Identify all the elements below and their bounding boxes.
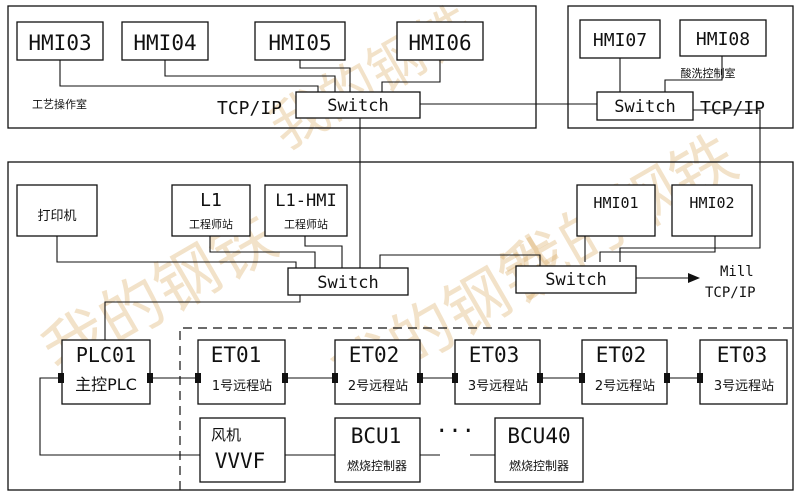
hmi04-label: HMI04 [133,31,196,55]
network-wires [39,56,761,456]
hmi08-label: HMI08 [696,29,750,50]
l1hmi-sublabel: 工程师站 [284,217,328,231]
et03a-sublabel: 3号远程站 [468,379,528,394]
et02b-label: ET02 [596,343,647,367]
switch-main-label: Switch [317,273,378,293]
l1hmi-label: L1-HMI [275,191,336,211]
et02b-box[interactable] [581,339,668,405]
hmi01-label: HMI01 [593,194,638,212]
mill-arrow-head-icon [688,273,700,283]
tcpip-right-label: TCP/IP [700,98,765,119]
l1hmi-box[interactable] [264,184,348,237]
l1-label: L1 [200,190,222,211]
hmi08-box[interactable] [679,19,767,57]
printer-label: 打印机 [37,209,76,224]
switch-hmi-label: Switch [545,270,606,290]
plc01-sublabel: 主控PLC [75,375,137,394]
fan-sublabel: 风机 [211,426,241,444]
et02a-box[interactable] [334,339,421,405]
hmi06-label: HMI06 [408,31,471,55]
bcu-ellipsis: ··· [435,419,475,444]
et03a-box[interactable] [454,339,541,405]
switch-hmi-box[interactable] [515,265,637,294]
tcpip-left-label: TCP/IP [217,98,282,119]
et01-label: ET01 [211,343,262,367]
hmi04-box[interactable] [121,21,209,61]
hmi05-label: HMI05 [268,31,331,55]
hmi07-box[interactable] [579,19,661,59]
hmi05-box[interactable] [254,21,346,61]
et01-sublabel: 1号远程站 [212,379,272,394]
fan-vvvf-box[interactable] [199,417,286,483]
pickling-room-area [567,5,794,129]
fan-label: VVVF [215,449,266,473]
plc01-box[interactable] [61,339,151,405]
bcu40-label: BCU40 [507,424,570,448]
l1-sublabel: 工程师站 [189,217,233,231]
plc01-label: PLC01 [76,343,136,367]
et02b-sublabel: 2号远程站 [595,379,655,394]
switch-top-box[interactable] [295,91,421,119]
process-room-label: 工艺操作室 [32,97,87,111]
mill-tcpip-label: TCP/IP [705,285,756,301]
bcu40-box[interactable] [494,417,584,483]
hmi07-label: HMI07 [593,30,647,51]
l1-box[interactable] [171,184,251,237]
et03b-label: ET03 [717,343,768,367]
switch-pickling-box[interactable] [596,91,694,121]
switch-pickling-label: Switch [614,97,675,117]
hmi01-box[interactable] [576,184,656,237]
et03a-label: ET03 [469,343,520,367]
mill-label: Mill [720,264,754,280]
switch-main-box[interactable] [287,267,409,296]
hmi02-box[interactable] [671,184,753,237]
bcu1-label: BCU1 [351,424,402,448]
switch-top-label: Switch [327,96,388,116]
bcu40-sublabel: 燃烧控制器 [509,458,569,473]
et03b-sublabel: 3号远程站 [714,379,774,394]
process-room-area [7,5,537,129]
control-network-area [7,161,794,491]
hmi06-box[interactable] [396,21,484,61]
et01-box[interactable] [197,339,286,405]
pickling-room-label: 酸洗控制室 [681,66,736,80]
bus-connectors [58,373,703,383]
hmi02-label: HMI02 [689,194,734,212]
bcu1-sublabel: 燃烧控制器 [347,458,407,473]
et02a-label: ET02 [349,343,400,367]
et02a-sublabel: 2号远程站 [348,379,408,394]
hmi03-box[interactable] [16,21,104,61]
et03b-box[interactable] [699,339,788,405]
bcu1-box[interactable] [334,417,421,483]
remote-station-area-boundary [179,327,793,490]
hmi03-label: HMI03 [28,31,91,55]
printer-box[interactable] [16,184,98,237]
